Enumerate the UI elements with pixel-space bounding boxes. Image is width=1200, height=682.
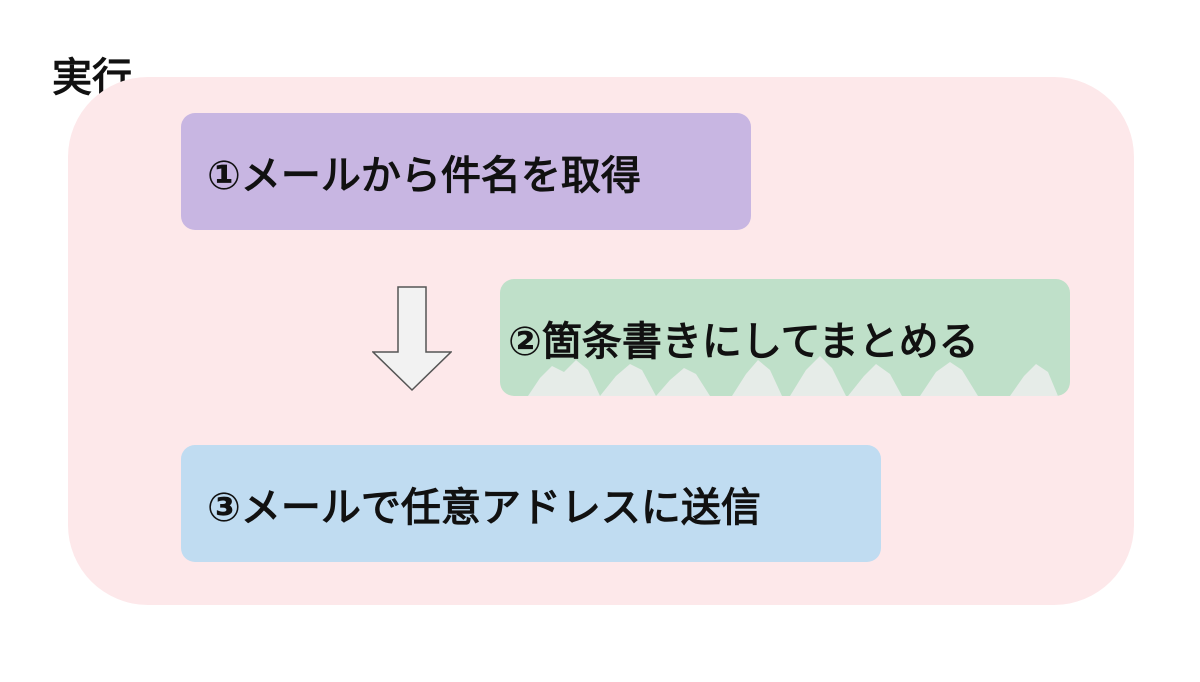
step-1-box: ①メールから件名を取得 xyxy=(181,113,751,230)
step-1-label: ①メールから件名を取得 xyxy=(207,152,641,199)
wave-decoration xyxy=(528,356,1058,396)
step-3-box: ③メールで任意アドレスに送信 xyxy=(181,445,881,562)
step-2-label: ②箇条書きにしてまとめる xyxy=(508,318,979,365)
step-2-box: ②箇条書きにしてまとめる xyxy=(500,279,1070,396)
down-arrow-icon xyxy=(372,286,452,392)
step-3-label: ③メールで任意アドレスに送信 xyxy=(207,484,761,531)
